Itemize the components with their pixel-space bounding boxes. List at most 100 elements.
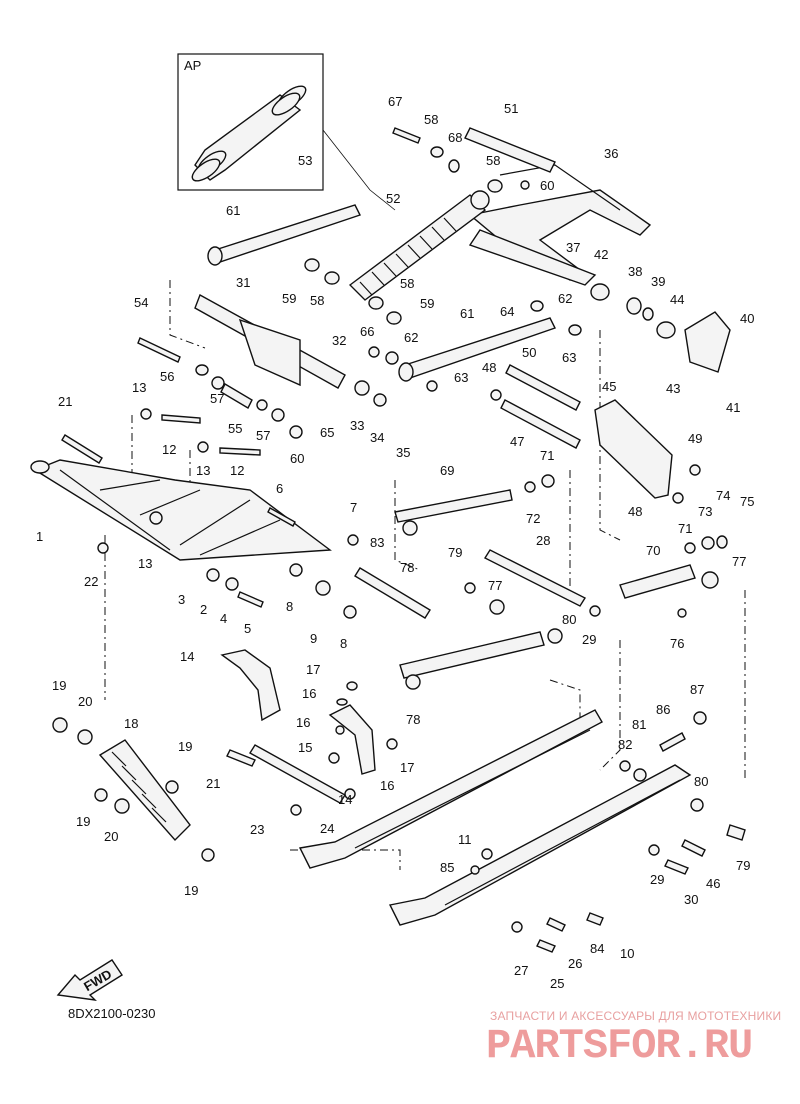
part-callout: 53 <box>298 153 312 168</box>
part-callout: 61 <box>460 306 474 321</box>
part-callout: 19 <box>76 814 90 829</box>
part-callout: 22 <box>84 574 98 589</box>
part-callout: 57 <box>210 391 224 406</box>
part-callout: 33 <box>350 418 364 433</box>
inset-label: AP <box>184 58 201 73</box>
bracket-45 <box>594 399 673 499</box>
part-callout: 30 <box>684 892 698 907</box>
part-callout: 19 <box>52 678 66 693</box>
watermark-logo: PARTSFOR.RU <box>486 1022 753 1070</box>
clamp-16 <box>328 704 376 775</box>
forward-direction-arrow: FWD <box>56 959 123 1001</box>
part-callout: 51 <box>504 101 518 116</box>
shaft-24 <box>249 744 346 804</box>
shaft-28 <box>484 549 586 607</box>
part-callout: 29 <box>582 632 596 647</box>
skid-rail-right <box>388 764 692 926</box>
upper-swing-arm <box>468 164 652 286</box>
part-callout: 62 <box>404 330 418 345</box>
part-callout: 59 <box>420 296 434 311</box>
part-callout: 72 <box>526 511 540 526</box>
part-callout: 16 <box>380 778 394 793</box>
hardware-items <box>52 127 746 953</box>
part-callout: 23 <box>250 822 264 837</box>
part-callout: 80 <box>562 612 576 627</box>
part-callout: 15 <box>298 740 312 755</box>
part-callout: 9 <box>310 631 317 646</box>
part-callout: 75 <box>740 494 754 509</box>
part-callout: 34 <box>370 430 384 445</box>
part-callout: 54 <box>134 295 148 310</box>
part-callout: 42 <box>594 247 608 262</box>
part-callout: 16 <box>302 686 316 701</box>
part-callout: 58 <box>424 112 438 127</box>
shaft-83 <box>354 567 431 619</box>
part-callout: 35 <box>396 445 410 460</box>
part-callout: 61 <box>226 203 240 218</box>
part-callout: 10 <box>620 946 634 961</box>
part-callout: 39 <box>651 274 665 289</box>
part-callout: 62 <box>558 291 572 306</box>
part-callout: 77 <box>732 554 746 569</box>
front-swing-arm <box>30 459 332 561</box>
part-callout: 77 <box>488 578 502 593</box>
part-callout: 68 <box>448 130 462 145</box>
part-callout: 47 <box>510 434 524 449</box>
part-callout: 5 <box>244 621 251 636</box>
part-callout: 20 <box>78 694 92 709</box>
rod-70 <box>619 564 696 599</box>
part-callout: 83 <box>370 535 384 550</box>
part-callout: 66 <box>360 324 374 339</box>
part-callout: 87 <box>690 682 704 697</box>
plate-43 <box>684 311 731 373</box>
bracket-31 <box>194 293 346 389</box>
part-callout: 36 <box>604 146 618 161</box>
part-callout: 8 <box>340 636 347 651</box>
bolt-54 <box>137 337 181 363</box>
part-callout: 67 <box>388 94 402 109</box>
part-callout: 65 <box>320 425 334 440</box>
part-callout: 78 <box>400 560 414 575</box>
part-callout: 27 <box>514 963 528 978</box>
part-callout: 24 <box>320 821 334 836</box>
watermark-tagline: ЗАПЧАСТИ И АКСЕССУАРЫ ДЛЯ МОТОТЕХНИКИ <box>490 1009 782 1023</box>
part-callout: 60 <box>540 178 554 193</box>
part-callout: 70 <box>646 543 660 558</box>
part-callout: 73 <box>698 504 712 519</box>
part-callout: 16 <box>296 715 310 730</box>
part-callout: 40 <box>740 311 754 326</box>
part-callout: 19 <box>178 739 192 754</box>
part-callout: 12 <box>230 463 244 478</box>
part-callout: 38 <box>628 264 642 279</box>
part-callout: 17 <box>400 760 414 775</box>
part-callout: 84 <box>590 941 604 956</box>
part-callout: 3 <box>178 592 185 607</box>
rod-80 <box>399 631 545 679</box>
part-callout: 81 <box>632 717 646 732</box>
part-callout: 25 <box>550 976 564 991</box>
part-callout: 29 <box>650 872 664 887</box>
part-callout: 44 <box>670 292 684 307</box>
part-callout: 8 <box>286 599 293 614</box>
part-callout: 49 <box>688 431 702 446</box>
part-callout: 71 <box>678 521 692 536</box>
drawing-code: 8DX2100-0230 <box>68 1006 156 1021</box>
part-callout: 2 <box>200 602 207 617</box>
part-callout: 58 <box>310 293 324 308</box>
rubber-boot-part <box>191 85 307 182</box>
rear-shock-18 <box>98 739 191 842</box>
part-callout: 80 <box>694 774 708 789</box>
part-callout: 59 <box>282 291 296 306</box>
bracket-14 <box>220 649 281 722</box>
part-callout: 26 <box>568 956 582 971</box>
part-callout: 32 <box>332 333 346 348</box>
part-callout: 69 <box>440 463 454 478</box>
part-callout: 85 <box>440 860 454 875</box>
part-callout: 14 <box>338 792 352 807</box>
rod-69 <box>394 489 513 523</box>
part-callout: 60 <box>290 451 304 466</box>
part-callout: 58 <box>486 153 500 168</box>
part-callout: 64 <box>500 304 514 319</box>
part-callout: 46 <box>706 876 720 891</box>
